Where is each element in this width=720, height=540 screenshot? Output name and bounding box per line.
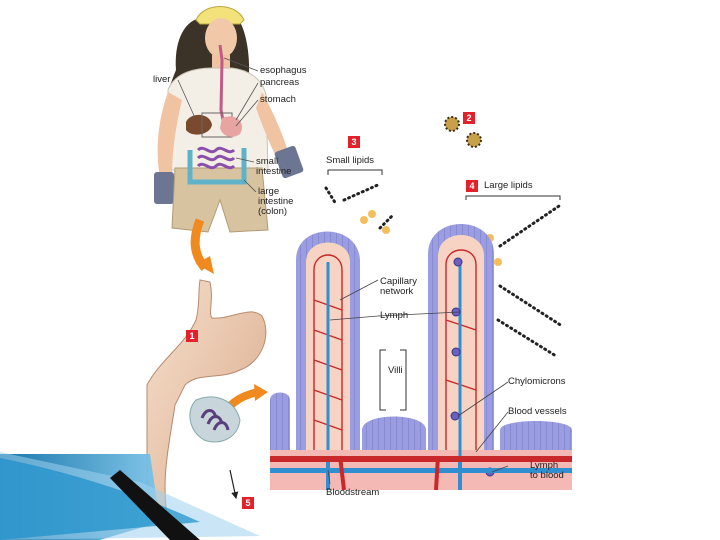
label-pancreas: pancreas [260, 77, 300, 88]
villi-illustration [270, 224, 572, 491]
label-villi: Villi [388, 365, 403, 376]
chylomicron-spheres [444, 116, 482, 148]
label-large-lipids: Large lipids [484, 180, 533, 191]
label-chylomicrons: Chylomicrons [508, 376, 566, 387]
step-badge-5: 5 [242, 497, 254, 509]
step-badge-1: 1 [186, 330, 198, 342]
step-badge-3: 3 [348, 136, 360, 148]
label-liver: liver [153, 74, 171, 85]
stomach-illustration [146, 279, 267, 521]
label-esophagus: esophagus [260, 65, 307, 76]
label-stomach: stomach [260, 94, 296, 105]
large-lipid-chains [496, 202, 564, 358]
label-lymph: Lymph [380, 310, 409, 321]
label-blood-vessels: Blood vessels [508, 406, 567, 417]
label-small-lipids: Small lipids [326, 155, 375, 166]
person-figure [154, 6, 304, 233]
label-bloodstream: Bloodstream [326, 487, 380, 498]
label-small-intestine: small intestine [256, 156, 292, 177]
label-large-intestine: large intestine (colon) [258, 186, 294, 217]
label-capillary-network: Capillary network [380, 276, 417, 297]
corner-swoosh-decoration [0, 452, 260, 540]
step-badge-4: 4 [466, 180, 478, 192]
label-lymph-to-blood: Lymph to blood [530, 460, 564, 481]
small-lipid-chains [324, 182, 396, 230]
step-badge-2: 2 [463, 112, 475, 124]
